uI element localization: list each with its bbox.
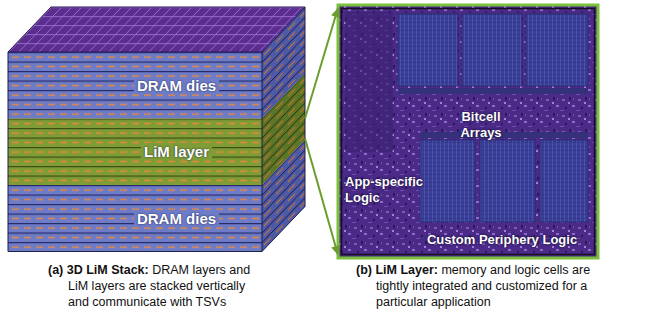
node-label: Bitcell Arrays (445, 109, 517, 140)
node-label: App-specific Logic (345, 174, 429, 205)
bitcell-array (526, 14, 588, 86)
caption-heading: (a) 3D LiM Stack: (48, 263, 149, 277)
lim-front-face (8, 119, 262, 186)
die-border (338, 5, 598, 258)
logic-area (345, 12, 393, 152)
caption-heading: (b) LiM Layer: (356, 263, 438, 277)
periphery-strip (398, 88, 588, 94)
dram-side-face (262, 140, 305, 252)
stack-top-face (8, 7, 305, 52)
dram-layer: DRAM dies (8, 52, 305, 119)
node-label: DRAM dies (134, 210, 219, 227)
node-label: LiM layer (141, 143, 212, 160)
die-photo (338, 5, 598, 258)
stack-illustration (8, 7, 305, 252)
bitcell-array (420, 140, 475, 222)
bitcell-array (540, 140, 588, 222)
lim-layer: LiM layer (8, 119, 305, 186)
node-label: Custom Periphery Logic (427, 232, 577, 248)
bitcell-region: Bitcell Arrays (443, 104, 519, 146)
dram-front-face (8, 185, 262, 252)
stack-figure: DRAM diesLiM layerDRAM dies(a) 3D LiM St… (5, 0, 310, 258)
stack-edge (262, 52, 263, 252)
node-label: DRAM dies (134, 77, 219, 94)
die-inner-border (342, 9, 595, 255)
stack-outline (8, 7, 305, 252)
figure-caption: (b) LiM Layer:memory and logic cells are… (356, 262, 618, 310)
lim-die: Bitcell ArraysApp-specific LogicCustom P… (338, 5, 598, 258)
connector-arrow (305, 8, 338, 118)
periphery-region: Custom Periphery Logic (416, 229, 588, 251)
figure-caption: (a) 3D LiM Stack:DRAM layers and LiM lay… (48, 262, 266, 310)
periphery-strip (420, 132, 588, 138)
connectors (305, 8, 338, 255)
bitcell-array (480, 140, 535, 222)
connector-arrow (305, 138, 338, 255)
dram-layer: DRAM dies (8, 185, 305, 252)
bitcell-array (462, 14, 522, 86)
bitcell-array (398, 14, 458, 86)
logic-region: App-specific Logic (343, 170, 431, 210)
dram-front-face (8, 52, 262, 119)
